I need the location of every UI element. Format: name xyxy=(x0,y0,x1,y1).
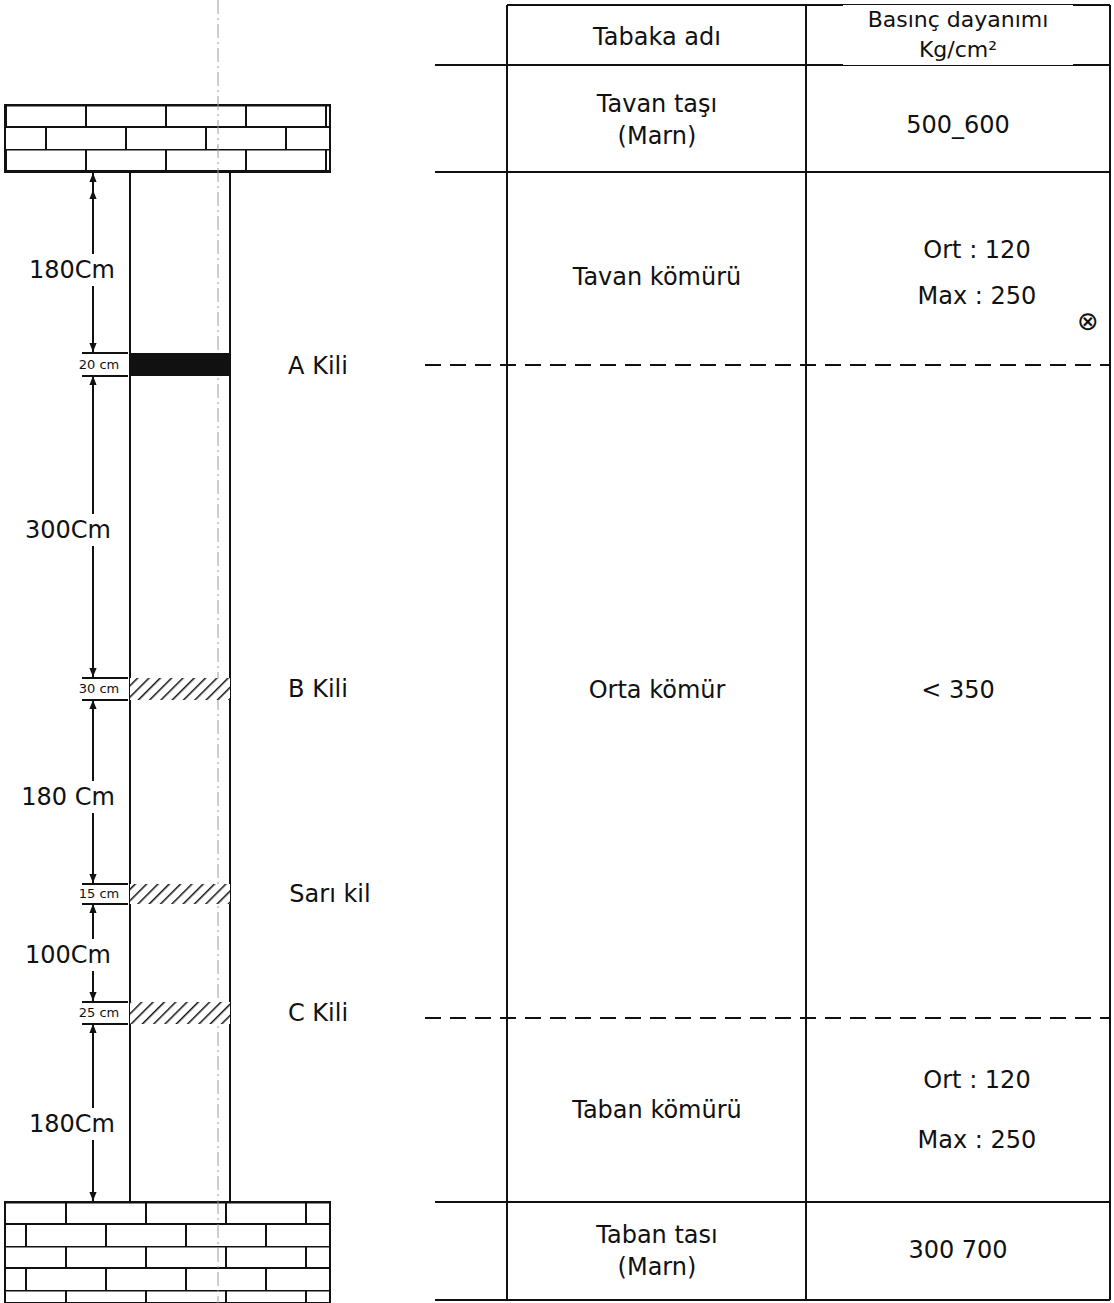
table-header: Tabaka adı xyxy=(591,21,723,53)
dimension: 180Cm xyxy=(27,1108,117,1140)
clay-name: C Kili xyxy=(286,997,350,1029)
note-symbol: ⊗ xyxy=(1075,304,1101,339)
strength-value: 500_600 xyxy=(904,109,1012,141)
dimension: 25 cm xyxy=(77,1004,122,1022)
dimension: 20 cm xyxy=(77,356,122,374)
layer-name: Orta kömür xyxy=(587,674,728,706)
layer-name: Taban kömürü xyxy=(570,1094,744,1126)
strength-value: < 350 xyxy=(919,674,997,706)
strength-value: Max : 250 xyxy=(916,280,1039,312)
strength-value: Ort : 120 xyxy=(921,234,1032,266)
clay-name: B Kili xyxy=(286,673,350,705)
dimension: 30 cm xyxy=(77,680,122,698)
table-header: Basınç dayanımı Kg/cm² xyxy=(843,5,1073,64)
strength-value: Ort : 120 xyxy=(921,1064,1032,1096)
strength-value: Max : 250 xyxy=(916,1124,1039,1156)
dimension: 180Cm xyxy=(27,254,117,286)
layer-name: Tavan taşı (Marn) xyxy=(567,88,747,153)
clay-name: Sarı kil xyxy=(287,878,372,910)
layer-name: Tavan kömürü xyxy=(571,261,744,293)
dimension: 300Cm xyxy=(23,514,113,546)
clay-name: A Kili xyxy=(286,350,350,382)
dimension: 100Cm xyxy=(23,939,113,971)
dimension: 15 cm xyxy=(77,885,122,903)
dimension: 180 Cm xyxy=(19,781,117,813)
layer-name: Taban tası (Marn) xyxy=(562,1219,752,1284)
strength-value: 300 700 xyxy=(906,1234,1009,1266)
